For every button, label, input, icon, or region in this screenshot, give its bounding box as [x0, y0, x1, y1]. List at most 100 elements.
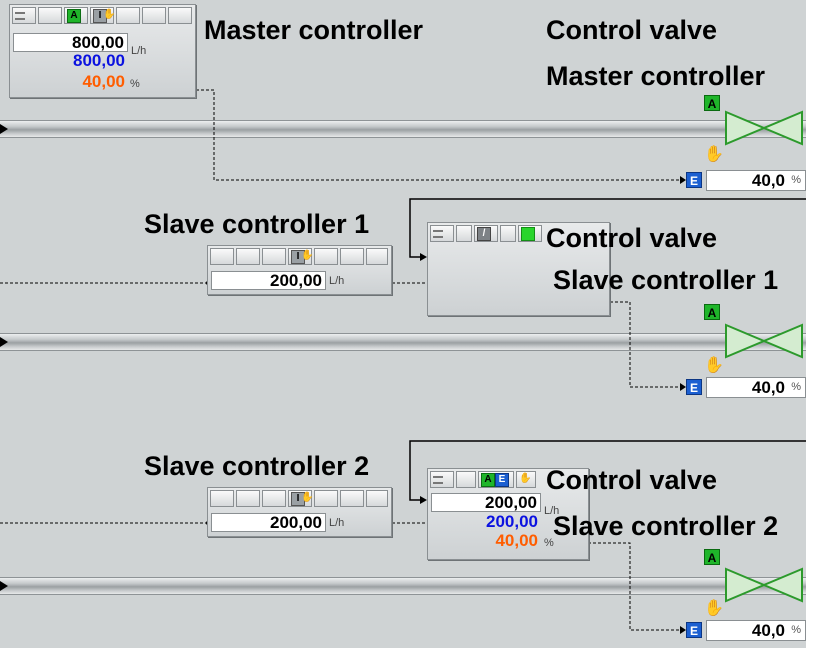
setpoint-line	[409, 198, 806, 258]
hand-icon: ✋	[301, 492, 314, 503]
slave2-controller-small[interactable]: I✋ 200,00 L/h	[207, 487, 392, 537]
pipe-slave-2	[0, 577, 806, 595]
toolbar-button[interactable]	[430, 225, 454, 242]
internal-mode-icon: I	[291, 492, 305, 506]
toolbar-button[interactable]: ✋	[516, 471, 536, 488]
pipe-slave-1	[0, 333, 806, 351]
toolbar-button[interactable]	[262, 490, 286, 507]
internal-mode-icon: I	[291, 250, 305, 264]
toolbar-button[interactable]	[12, 7, 36, 24]
toolbar-button[interactable]	[340, 248, 364, 265]
valve-output-value: 40,0	[751, 171, 785, 190]
toolbar-button[interactable]	[456, 471, 476, 488]
toolbar-button[interactable]	[314, 490, 338, 507]
slave2-control-valve[interactable]	[724, 567, 804, 603]
arrow-head	[680, 626, 686, 634]
label-control-valve-slave1-2: Slave controller 1	[553, 265, 779, 295]
slash-icon: /	[477, 227, 491, 241]
menu-icon	[433, 476, 443, 484]
label-control-valve-slave1-1: Control valve	[546, 223, 718, 253]
master-controller-faceplate[interactable]: A I✋ 800,00 L/h 800,00 40,00 %	[9, 4, 196, 98]
valve-output-value: 40,0	[751, 621, 785, 640]
hand-icon: ✋	[704, 357, 724, 374]
arrow-head	[680, 383, 686, 391]
label-control-valve-slave2-2: Slave controller 2	[553, 511, 779, 541]
toolbar-button[interactable]: I✋	[90, 7, 116, 24]
auto-mode-icon: A	[67, 9, 81, 23]
slave1-control-valve[interactable]	[724, 323, 804, 359]
toolbar-button[interactable]	[236, 248, 260, 265]
slave1-sp-unit: L/h	[329, 275, 345, 287]
toolbar-button[interactable]: /	[474, 225, 498, 242]
toolbar-button[interactable]	[366, 490, 388, 507]
toolbar-button[interactable]: I✋	[288, 490, 314, 507]
valve-external-badge[interactable]: E	[686, 622, 702, 638]
green-status-icon	[521, 227, 535, 241]
toolbar-button[interactable]	[236, 490, 260, 507]
toolbar-button[interactable]	[456, 225, 472, 242]
hand-icon: ✋	[103, 9, 116, 20]
toolbar-button[interactable]	[210, 490, 234, 507]
toolbar-button[interactable]	[314, 248, 338, 265]
slave2-small-sp-value[interactable]: 200,00	[211, 513, 326, 532]
slave1-valve-output[interactable]: 40,0 %	[706, 377, 806, 398]
label-control-valve-master-2: Master controller	[546, 61, 766, 91]
toolbar-button[interactable]	[340, 490, 364, 507]
hand-icon: ✋	[704, 600, 724, 617]
master-pv-unit: L/h	[131, 45, 147, 57]
flow-arrow	[0, 124, 8, 134]
toolbar-button[interactable]	[142, 7, 166, 24]
flow-arrow	[0, 337, 8, 347]
label-slave-controller-1: Slave controller 1	[144, 209, 370, 239]
toolbar-button[interactable]	[366, 248, 388, 265]
window-edge	[806, 0, 816, 648]
master-sp-value: 800,00	[73, 51, 125, 70]
arrow-head	[680, 176, 686, 184]
slave2-pv-value[interactable]: 200,00	[431, 493, 541, 512]
valve-auto-badge[interactable]: A	[704, 549, 720, 565]
toolbar-button[interactable]: I✋	[288, 248, 314, 265]
slave1-controller-faceplate[interactable]: /	[427, 222, 610, 316]
signal-line	[196, 89, 680, 181]
toolbar-button[interactable]	[262, 248, 286, 265]
toolbar-button[interactable]	[518, 225, 542, 242]
master-pv-value[interactable]: 800,00	[13, 33, 128, 52]
slave1-controller-small[interactable]: I✋ 200,00 L/h	[207, 245, 392, 295]
master-control-valve[interactable]	[724, 110, 804, 146]
toolbar-button[interactable]	[168, 7, 192, 24]
toolbar-button[interactable]	[210, 248, 234, 265]
toolbar-button[interactable]	[116, 7, 140, 24]
slave2-valve-output[interactable]: 40,0 %	[706, 620, 806, 641]
menu-icon	[15, 12, 25, 20]
master-output-unit: %	[130, 78, 140, 90]
slave2-pv-unit: L/h	[544, 505, 560, 517]
valve-auto-badge[interactable]: A	[704, 304, 720, 320]
master-valve-output[interactable]: 40,0 %	[706, 170, 806, 191]
hand-icon: ✋	[301, 250, 314, 261]
valve-output-unit: %	[791, 381, 801, 393]
valve-external-badge[interactable]: E	[686, 379, 702, 395]
slave1-sp-value[interactable]: 200,00	[211, 271, 326, 290]
arrow-head	[420, 496, 427, 504]
slave2-output-unit: %	[544, 537, 554, 549]
slave2-output-value: 40,00	[495, 531, 538, 550]
toolbar-button[interactable]	[500, 225, 516, 242]
external-mode-icon: E	[495, 473, 509, 487]
valve-output-unit: %	[791, 174, 801, 186]
valve-output-unit: %	[791, 624, 801, 636]
hand-icon: ✋	[519, 473, 532, 484]
pipe-master	[0, 120, 806, 138]
label-control-valve-master-1: Control valve	[546, 15, 718, 45]
valve-auto-badge[interactable]: A	[704, 95, 720, 111]
toolbar-button[interactable]	[430, 471, 454, 488]
valve-external-badge[interactable]: E	[686, 172, 702, 188]
slave2-sp-value: 200,00	[486, 512, 538, 531]
label-slave-controller-2: Slave controller 2	[144, 451, 370, 481]
arrow-head	[420, 253, 427, 261]
toolbar-button[interactable]	[38, 7, 62, 24]
toolbar-button[interactable]: A	[64, 7, 88, 24]
hand-icon: ✋	[704, 146, 724, 163]
